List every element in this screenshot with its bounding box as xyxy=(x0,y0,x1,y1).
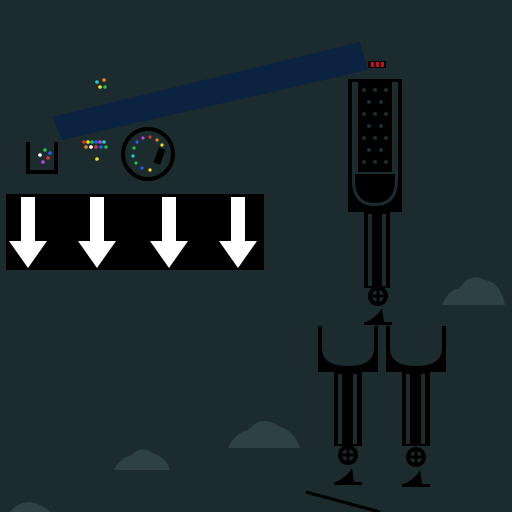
marble-cup[interactable] xyxy=(26,142,58,174)
top-funnel[interactable] xyxy=(348,79,402,325)
cloud-layer xyxy=(10,277,505,512)
red-indicator xyxy=(368,61,386,68)
marble xyxy=(46,156,50,160)
marble-cluster-middle xyxy=(82,140,108,161)
blue-ramp[interactable] xyxy=(52,42,368,140)
marble xyxy=(103,85,107,89)
cloud xyxy=(10,502,50,512)
marble xyxy=(41,160,45,164)
valve-icon[interactable] xyxy=(406,447,426,467)
bottom-right-funnel[interactable] xyxy=(386,326,446,487)
arrow-down-icon xyxy=(9,197,47,268)
marble xyxy=(95,80,99,84)
arrow-down-icon xyxy=(150,197,188,268)
funnel-holes xyxy=(362,88,388,164)
marble xyxy=(98,85,102,89)
bottom-ramp-line[interactable] xyxy=(305,490,381,512)
arrow-down-icon xyxy=(219,197,257,268)
arrow-down-icon xyxy=(78,197,116,268)
valve-icon[interactable] xyxy=(338,445,358,465)
marble xyxy=(38,153,42,157)
bottom-left-funnel[interactable] xyxy=(318,326,378,485)
marble xyxy=(43,148,47,152)
marble xyxy=(102,78,106,82)
cloud xyxy=(114,449,170,470)
valve-icon[interactable] xyxy=(368,286,388,306)
cloud xyxy=(442,277,505,305)
spinning-wheel[interactable] xyxy=(121,127,175,181)
marble-cluster-top xyxy=(95,78,107,89)
down-conveyor[interactable] xyxy=(6,194,264,270)
cloud xyxy=(228,420,300,448)
marble xyxy=(48,151,52,155)
